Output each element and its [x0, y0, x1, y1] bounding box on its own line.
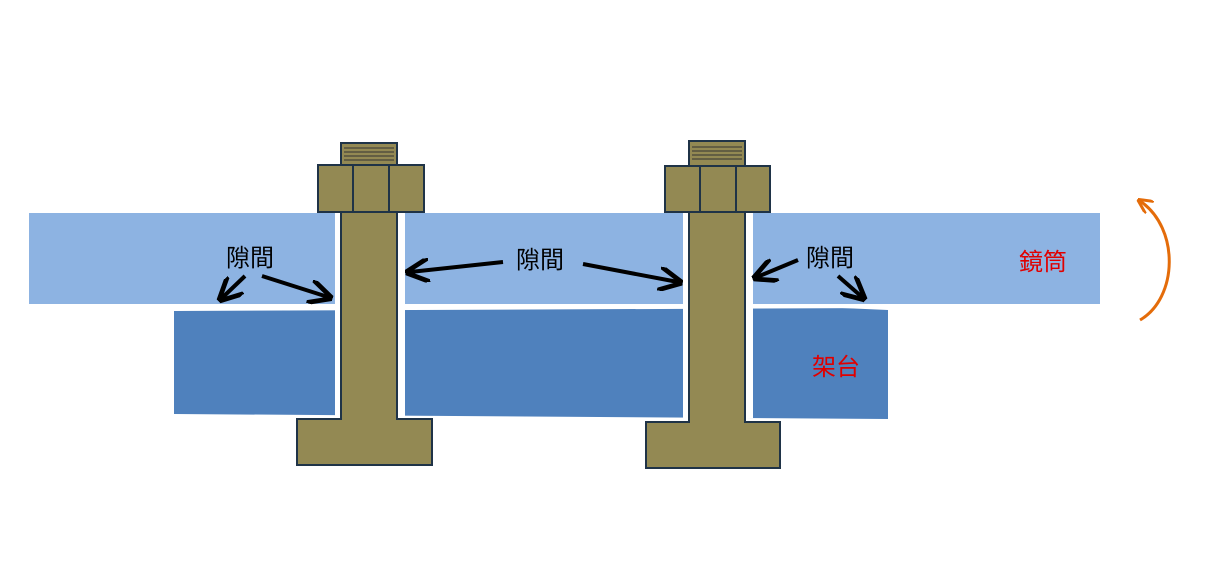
arrow-left-to-wedge: [222, 274, 247, 298]
left-bolt-shaft: [340, 211, 398, 420]
gap-label-center: 隙間: [516, 246, 564, 274]
gap-label-right: 隙間: [806, 244, 854, 272]
barrel-block: [29, 213, 1100, 304]
arrow-center-to-right-bolt: [582, 262, 678, 282]
arrow-center-to-left-bolt: [410, 262, 504, 272]
right-bolt-thread: [688, 140, 746, 167]
left-bolt-head: [296, 418, 433, 466]
left-bolt: [296, 142, 433, 466]
pointer-arrows: [222, 260, 862, 298]
right-bolt-head: [645, 421, 781, 469]
right-bolt-nut: [664, 165, 771, 213]
right-gap-wedge: [750, 304, 888, 310]
left-gap-wedge: [174, 304, 336, 311]
arrow-right-to-bolt: [757, 258, 799, 277]
gap-label-left: 隙間: [226, 244, 274, 272]
arrow-left-to-bolt: [261, 274, 328, 297]
mount-label: 架台: [812, 353, 860, 381]
barrel-label: 鏡筒: [1019, 248, 1067, 276]
arrow-right-to-wedge: [836, 274, 862, 297]
right-bolt-shaft: [688, 211, 746, 423]
curved-arrow-icon: [1140, 201, 1171, 322]
left-bolt-nut: [317, 164, 425, 213]
left-bolt-thread: [340, 142, 398, 166]
mount-block: [174, 308, 888, 419]
right-bolt: [645, 140, 781, 469]
